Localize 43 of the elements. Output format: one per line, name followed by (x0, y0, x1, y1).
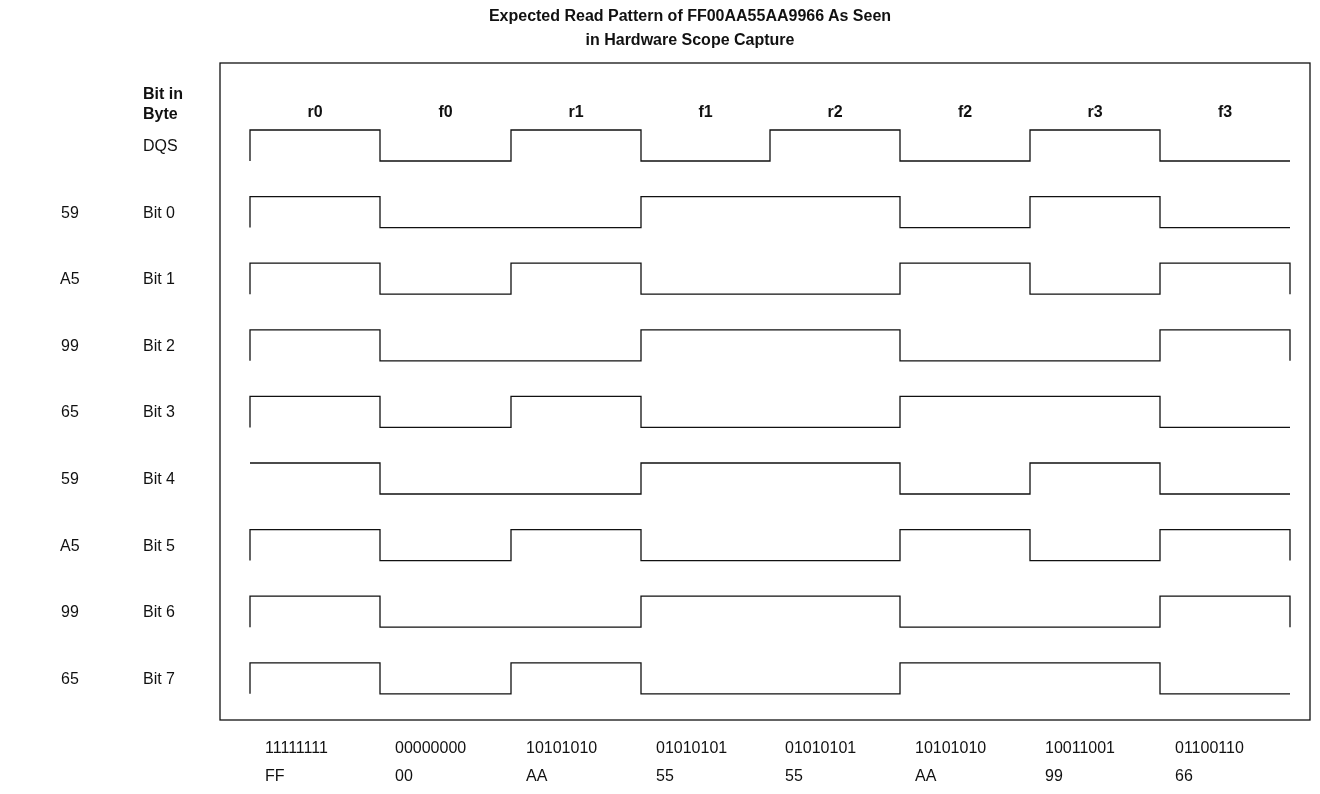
signal-name: Bit 3 (143, 402, 175, 423)
binary-value: 10101010 (915, 738, 987, 758)
binary-value: 01010101 (656, 738, 728, 758)
phase-label: r1 (568, 102, 584, 122)
binary-value: 10011001 (1045, 738, 1115, 758)
hex-value: 55 (656, 766, 674, 786)
hex-value: 66 (1175, 766, 1193, 786)
signal-name: Bit 7 (143, 668, 175, 689)
phase-label: r0 (307, 102, 323, 122)
signal-name: DQS (143, 136, 178, 156)
hex-value: 65 (61, 668, 79, 689)
hex-value: AA (526, 766, 548, 786)
phase-label: r2 (827, 102, 843, 122)
signal-name: Bit 2 (143, 335, 175, 356)
hex-value: 65 (61, 402, 79, 423)
binary-value: 11111111 (265, 738, 328, 758)
phase-label: f1 (698, 102, 713, 122)
hex-value: 00 (395, 766, 413, 786)
hex-value: A5 (60, 269, 80, 290)
hex-value: 59 (61, 202, 79, 223)
phase-label: r3 (1087, 102, 1103, 122)
hex-value: 59 (61, 469, 79, 489)
binary-value: 01100110 (1175, 738, 1244, 758)
phase-label: f3 (1218, 102, 1233, 122)
signal-name: Bit 0 (143, 202, 175, 223)
hex-value: 99 (1045, 766, 1063, 786)
column-heading: Bit in Byte (143, 84, 184, 124)
signal-name: Bit 5 (143, 535, 175, 556)
signal-name: Bit 1 (143, 269, 175, 290)
hex-value: 55 (785, 766, 803, 786)
hex-value: 99 (61, 335, 79, 356)
hex-value: AA (915, 766, 937, 786)
diagram-title: Expected Read Pattern of FF00AA55AA9966 As Seen in Hardware Scope Capture (487, 6, 893, 50)
binary-value: 00000000 (395, 738, 467, 758)
phase-label: f0 (438, 102, 453, 122)
hex-value: 99 (61, 602, 79, 623)
phase-label: f2 (958, 102, 973, 122)
signal-name: Bit 6 (143, 602, 175, 623)
binary-value: 10101010 (526, 738, 598, 758)
signal-name: Bit 4 (143, 469, 175, 489)
hex-value: A5 (60, 535, 80, 556)
binary-value: 01010101 (785, 738, 857, 758)
hex-value: FF (265, 766, 285, 786)
